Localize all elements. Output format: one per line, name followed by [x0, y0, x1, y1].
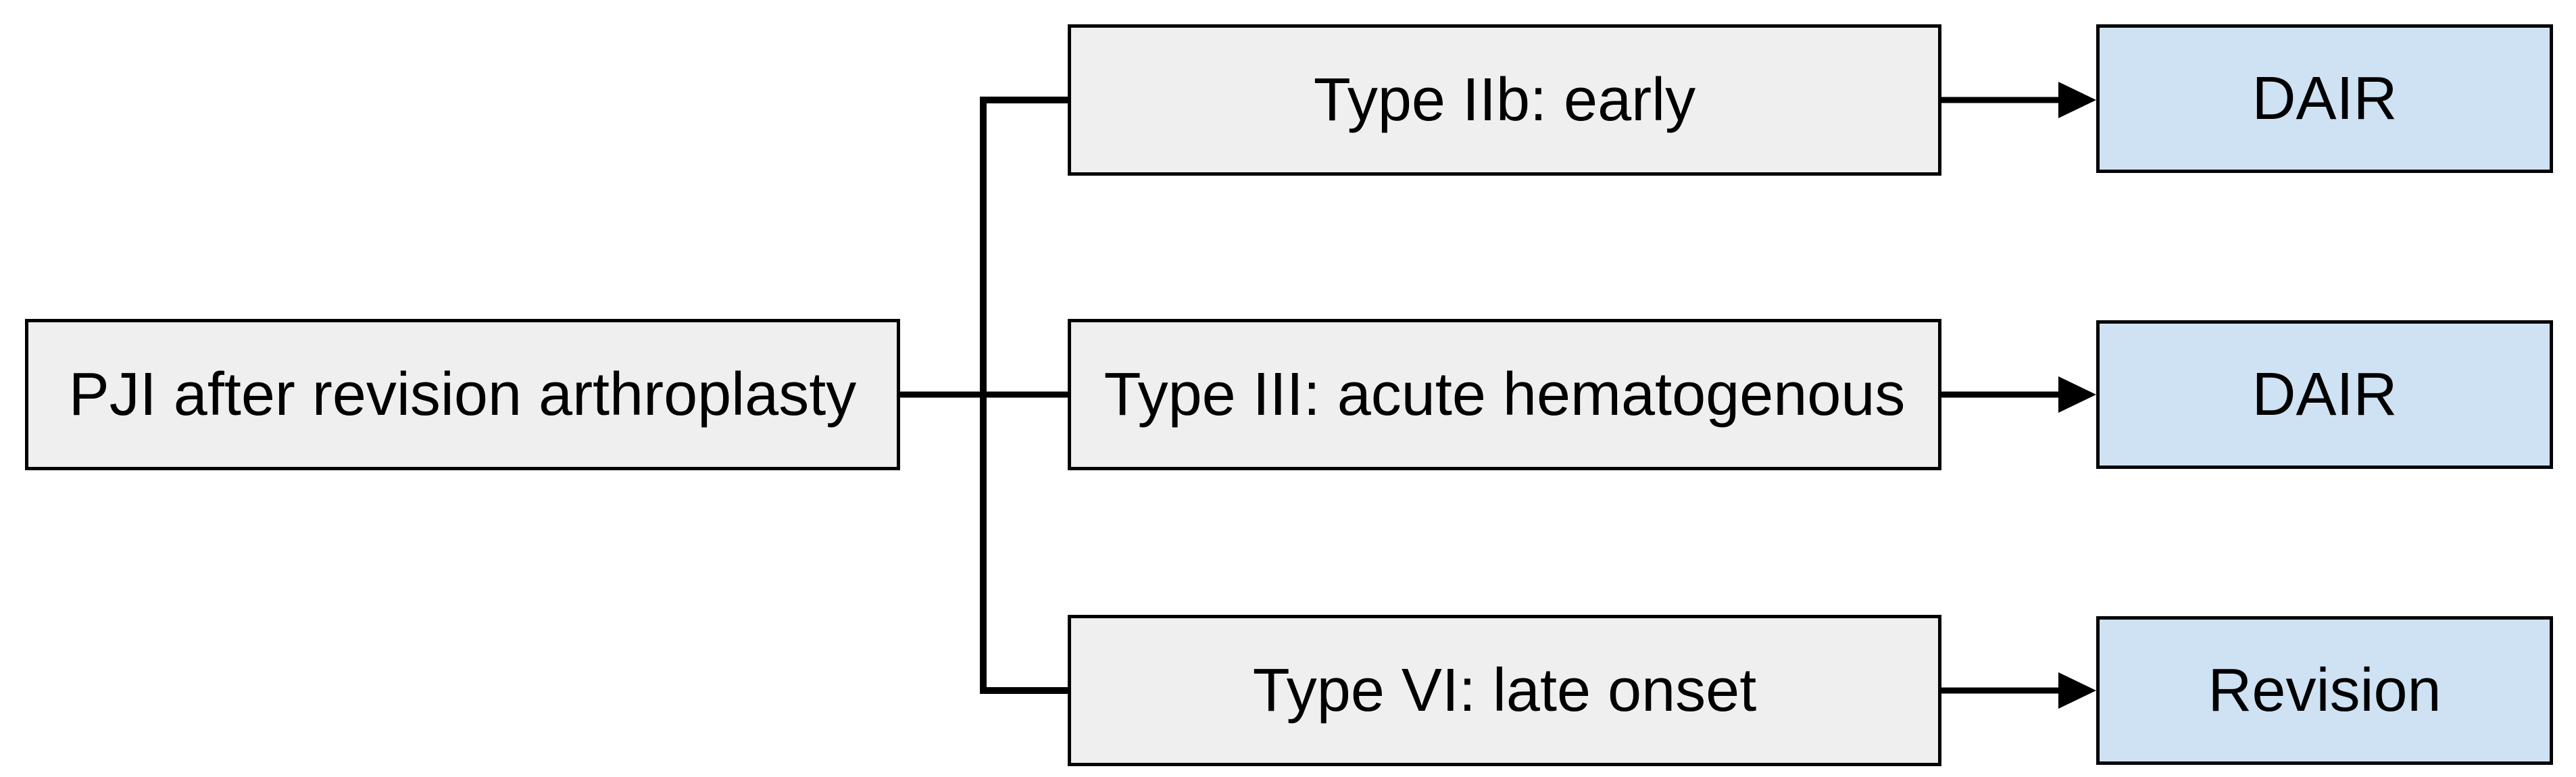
outcome-node-label: Revision — [2208, 656, 2442, 724]
condition-node-type-iib-early: Type IIb: early — [1068, 24, 1941, 176]
arrow-head-row1 — [2058, 82, 2096, 118]
condition-node-label: Type III: acute hematogenous — [1104, 360, 1906, 428]
condition-node-type-vi-late-onset: Type VI: late onset — [1068, 615, 1941, 766]
outcome-node-label: DAIR — [2252, 64, 2398, 132]
outcome-node-dair-row1: DAIR — [2096, 24, 2553, 173]
condition-node-label: Type IIb: early — [1313, 66, 1696, 134]
arrow-head-row3 — [2058, 672, 2096, 709]
condition-node-label: Type VI: late onset — [1252, 656, 1757, 724]
outcome-node-dair-row2: DAIR — [2096, 320, 2553, 469]
outcome-node-revision-row3: Revision — [2096, 616, 2553, 765]
arrow-head-row2 — [2058, 376, 2096, 413]
condition-node-type-iii-acute-hematogenous: Type III: acute hematogenous — [1068, 319, 1941, 470]
root-node-pji-after-revision-arthroplasty: PJI after revision arthroplasty — [25, 319, 900, 470]
outcome-node-label: DAIR — [2252, 360, 2398, 428]
root-node-label: PJI after revision arthroplasty — [68, 360, 857, 428]
